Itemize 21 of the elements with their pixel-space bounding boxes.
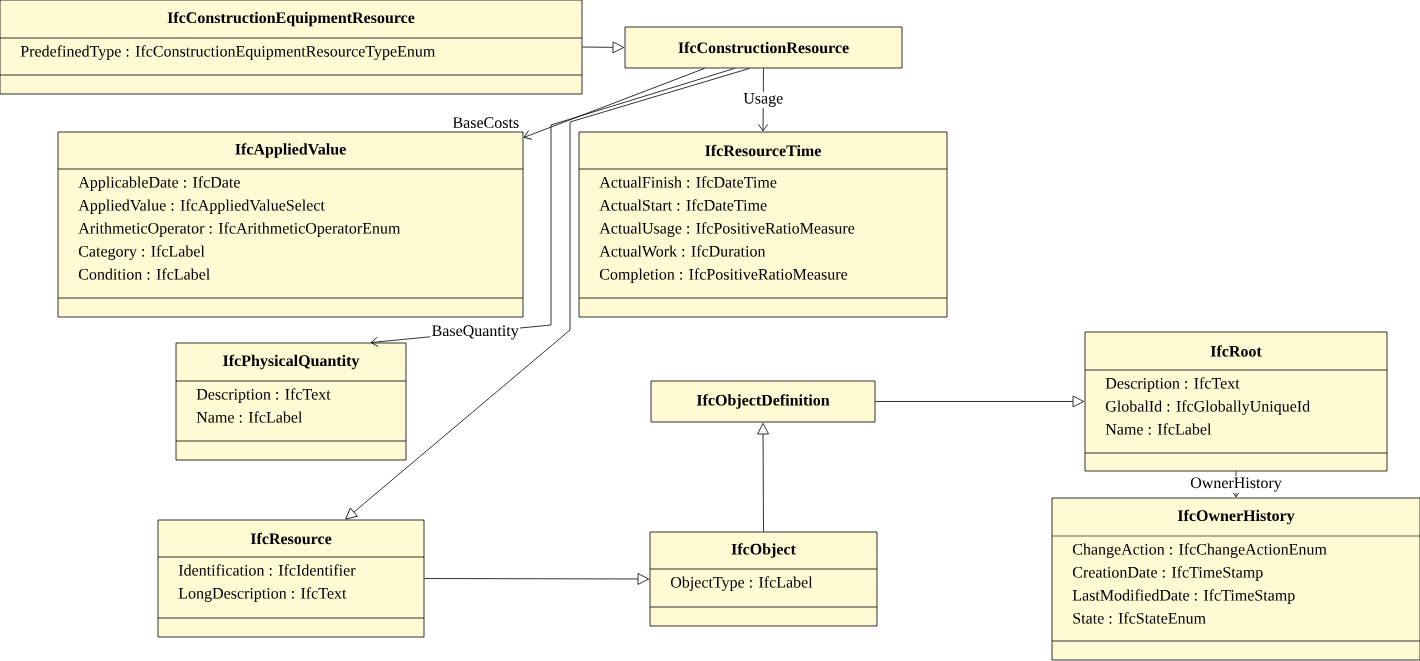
arrow <box>875 395 1085 408</box>
arrow <box>424 573 650 585</box>
class-box: IfcOwnerHistory ChangeAction : IfcChangeActionEnum CreationDate : IfcTimeStamp LastModifiedDate : IfcTimeStamp State : IfcStateEnum <box>1051 497 1420 661</box>
class-box: IfcRoot Description : IfcText GlobalId : IfcGloballyUniqueId Name : IfcLabel <box>1084 331 1388 472</box>
arrow <box>345 68 750 520</box>
class-box: IfcConstructionEquipmentResource PredefinedType : IfcConstructionEquipmentResourceTypeEnum <box>0 0 583 95</box>
edge-label: OwnerHistory <box>1188 476 1284 493</box>
class-box: IfcConstructionResource <box>624 26 903 69</box>
arrow <box>758 68 769 132</box>
arrow <box>757 422 769 532</box>
class-box: IfcResourceTime ActualFinish : IfcDateTime ActualStart : IfcDateTime ActualUsage : IfcPositiveRatioMeasure ActualWork : IfcDuration Completion : IfcPositiveRatioMeasure <box>578 131 948 318</box>
class-box: IfcResource Identification : IfcIdentifier LongDescription : IfcText <box>157 519 425 638</box>
edge-label: BaseQuantity <box>430 324 521 341</box>
class-box: IfcPhysicalQuantity Description : IfcText Name : IfcLabel <box>175 342 407 461</box>
arrow <box>582 41 625 54</box>
class-box: IfcObject ObjectType : IfcLabel <box>649 531 878 627</box>
class-box: IfcAppliedValue ApplicableDate : IfcDate AppliedValue : IfcAppliedValueSelect ArithmeticOperator : IfcArithmeticOperatorEnum Category : IfcLabel Condition : IfcLabel <box>57 131 524 318</box>
edge-label: BaseCosts <box>451 115 521 130</box>
arrow <box>523 68 705 140</box>
class-box: IfcObjectDefinition <box>650 380 876 423</box>
edge-label: Usage <box>741 91 785 109</box>
